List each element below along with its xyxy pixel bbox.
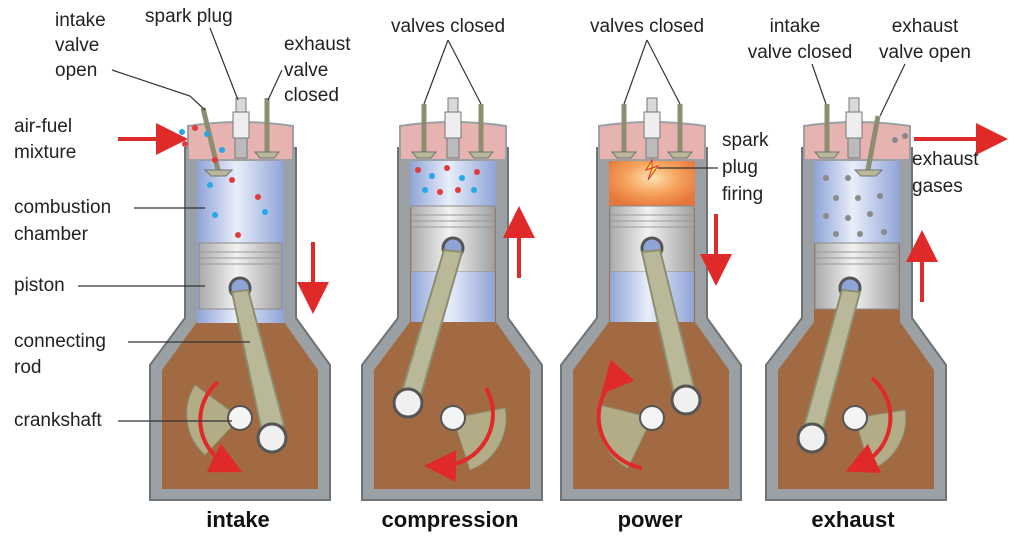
svg-text:valve closed: valve closed	[748, 42, 853, 63]
callout-exhaust-valve-closed: exhaust valve closed	[267, 34, 351, 106]
rotation-arrow	[198, 380, 243, 473]
callout-spark-plug: spark plug	[145, 6, 239, 101]
callout-air-fuel-mixture: air-fuel mixture	[14, 116, 76, 163]
callout-spark-plug-firing: spark plug firing	[658, 130, 769, 205]
rotation-arrow	[424, 387, 495, 483]
svg-text:mixture: mixture	[14, 142, 76, 163]
svg-text:spark plug: spark plug	[145, 6, 233, 27]
connecting-rod	[230, 288, 286, 434]
svg-text:plug: plug	[722, 157, 758, 178]
fuel-particles	[415, 165, 480, 195]
exhaust-valve	[666, 104, 694, 159]
engine-exhaust: exhaust	[765, 97, 1008, 532]
svg-text:rod: rod	[14, 357, 41, 378]
svg-text:spark: spark	[722, 130, 769, 151]
crank-disc	[186, 384, 241, 456]
svg-text:intake: intake	[770, 16, 821, 37]
spark-plug	[444, 97, 462, 159]
svg-text:exhaust: exhaust	[912, 149, 979, 170]
rotation-arrow	[596, 359, 643, 470]
svg-text:exhaust: exhaust	[892, 16, 959, 37]
callout-valves-closed-power: valves closed	[590, 16, 704, 105]
crank-pin	[670, 384, 702, 416]
engine-intake: intake	[118, 97, 331, 532]
callout-connecting-rod: connecting rod	[14, 331, 250, 378]
svg-text:valve open: valve open	[879, 42, 971, 63]
svg-text:valve: valve	[55, 35, 99, 56]
svg-text:open: open	[55, 60, 97, 81]
crankshaft-center	[842, 405, 868, 431]
spark-plug	[643, 97, 661, 159]
svg-text:closed: closed	[284, 85, 339, 106]
crankshaft-center	[639, 405, 665, 431]
svg-text:gases: gases	[912, 176, 963, 197]
intake-valve	[610, 104, 638, 159]
crank-pin	[796, 422, 828, 454]
intake-valve	[410, 104, 438, 159]
exhaust-valve	[253, 98, 281, 159]
svg-text:valves closed: valves closed	[590, 16, 704, 37]
engine-compression: compression	[361, 97, 543, 532]
exhaust-particles	[823, 133, 908, 237]
callout-exhaust-gases: exhaust gases	[912, 149, 979, 197]
svg-text:firing: firing	[722, 184, 763, 205]
callout-combustion-chamber: combustion chamber	[14, 197, 205, 245]
svg-text:chamber: chamber	[14, 224, 89, 245]
exhaust-valve	[467, 104, 495, 159]
callout-intake-valve-open: intake valve open	[55, 10, 206, 111]
callout-intake-valve-closed: intake valve closed	[748, 16, 853, 105]
svg-text:combustion: combustion	[14, 197, 111, 218]
stroke-title: power	[618, 507, 683, 532]
stroke-title: exhaust	[811, 507, 895, 532]
crank-pin	[256, 422, 288, 454]
crankshaft-center	[440, 405, 466, 431]
spark-icon	[644, 158, 660, 181]
svg-text:intake: intake	[55, 10, 106, 31]
spark-plug	[845, 97, 863, 159]
svg-text:valve: valve	[284, 60, 328, 81]
stroke-title: compression	[382, 507, 519, 532]
engine-power: power	[560, 97, 742, 532]
svg-text:crankshaft: crankshaft	[14, 410, 102, 431]
svg-text:connecting: connecting	[14, 331, 106, 352]
crank-pin	[392, 387, 424, 419]
spark-plug	[232, 97, 250, 159]
callout-valves-closed-compression: valves closed	[391, 16, 505, 105]
stroke-title: intake	[206, 507, 270, 532]
cylinder-gas	[410, 158, 496, 208]
crankshaft-center	[227, 405, 253, 431]
svg-text:air-fuel: air-fuel	[14, 116, 72, 137]
svg-text:exhaust: exhaust	[284, 34, 351, 55]
piston	[198, 242, 283, 310]
exhaust-valve	[853, 115, 884, 177]
callout-exhaust-valve-open: exhaust valve open	[879, 16, 971, 117]
callout-piston: piston	[14, 275, 205, 296]
callout-crankshaft: crankshaft	[14, 410, 232, 431]
intake-valve	[813, 104, 841, 159]
svg-text:piston: piston	[14, 275, 65, 296]
rotation-arrow	[845, 376, 893, 473]
svg-text:valves closed: valves closed	[391, 16, 505, 37]
